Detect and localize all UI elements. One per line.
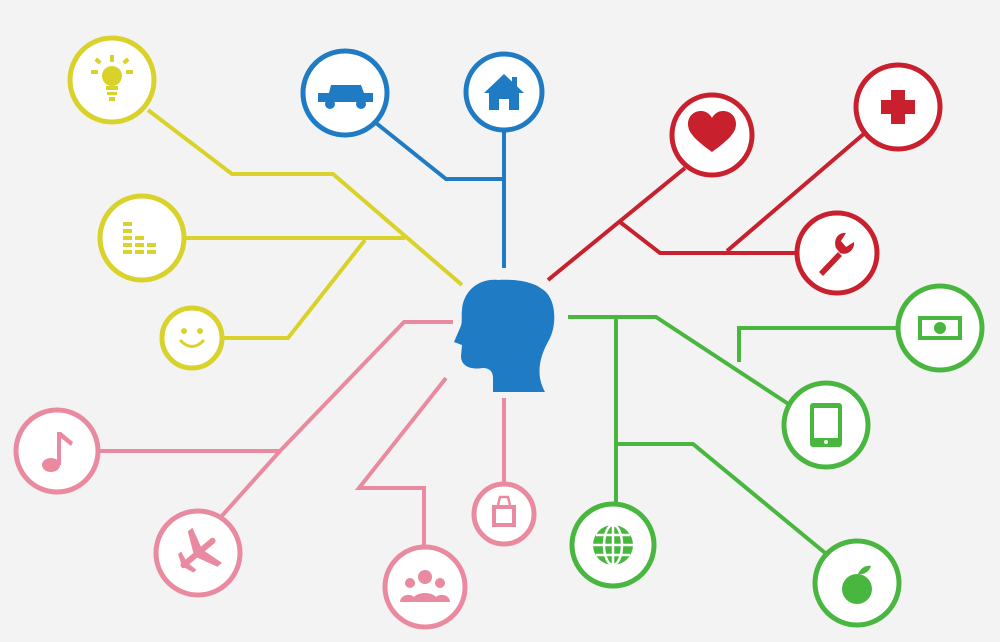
node-tablet	[781, 380, 871, 470]
house-icon	[484, 74, 524, 110]
node-shopping-bag	[471, 481, 537, 547]
node-airplane	[153, 508, 243, 598]
connector-red-cross	[725, 130, 868, 253]
node-people-group	[382, 544, 468, 630]
medical-cross-icon	[881, 90, 915, 124]
connector-red-wrench	[618, 220, 797, 255]
connector-pink-airplane	[218, 449, 282, 520]
node-smiley	[159, 305, 225, 371]
node-house	[463, 51, 545, 133]
connector-yellow-lightbulb	[146, 108, 464, 287]
connector-yellow-smiley	[222, 238, 367, 340]
node-wrench	[794, 210, 880, 296]
connector-pink-music	[98, 320, 453, 453]
money-icon	[918, 316, 962, 340]
node-money	[895, 283, 985, 373]
tablet-icon	[810, 403, 842, 447]
connector-lines	[98, 108, 898, 559]
smiley-icon	[178, 328, 206, 348]
connector-blue-car	[374, 121, 504, 181]
connector-red-heart	[546, 166, 687, 282]
shopping-bag-icon	[492, 495, 516, 527]
head-silhouette-icon	[454, 279, 555, 392]
wrench-icon	[819, 232, 855, 276]
people-group-icon	[400, 570, 450, 602]
equalizer-icon	[123, 222, 156, 254]
node-apple	[812, 538, 902, 628]
node-equalizer	[97, 193, 187, 283]
connector-pink-people	[354, 376, 448, 551]
heart-icon	[688, 111, 736, 152]
apple-icon	[842, 565, 872, 604]
globe-icon	[593, 523, 633, 567]
node-music-note	[13, 407, 101, 495]
connector-green-main	[568, 315, 792, 407]
connector-green-money	[737, 326, 898, 362]
lightbulb-icon	[91, 55, 133, 101]
music-note-icon	[42, 432, 73, 472]
node-car	[300, 48, 390, 138]
car-icon	[318, 85, 373, 109]
node-lightbulb	[67, 35, 157, 125]
connector-green-apple	[616, 442, 832, 559]
node-globe	[569, 501, 657, 589]
node-medical-cross	[853, 62, 943, 152]
airplane-icon	[178, 527, 222, 573]
node-heart	[669, 92, 755, 178]
